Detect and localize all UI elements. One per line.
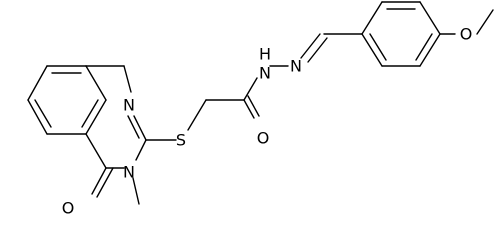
bond (247, 95, 260, 117)
bond (361, 1, 383, 35)
bond (85, 133, 107, 169)
atom-n1-label: N (123, 96, 135, 115)
atom-n3-label: N (123, 163, 135, 182)
chemical-structure-diagram: N N S O O N H N O (27, 1, 494, 218)
bond (85, 99, 107, 135)
bond (243, 77, 258, 101)
thioacetyl-linker (145, 77, 260, 141)
bond (187, 99, 207, 131)
bond (27, 99, 48, 135)
bond (419, 1, 441, 35)
bond (243, 99, 255, 119)
atom-o-methoxy-label: O (460, 25, 473, 44)
bond (419, 33, 441, 67)
bond (127, 115, 140, 139)
atom-o-amide-label: O (257, 129, 270, 148)
bond (132, 177, 140, 205)
bond (369, 33, 387, 61)
bond (415, 33, 433, 61)
bond (91, 167, 107, 195)
atom-o-carbonyl-label: O (62, 199, 75, 218)
bond (135, 139, 147, 161)
methoxyphenyl-ring (361, 1, 494, 67)
atom-s-label: S (176, 131, 186, 150)
bond (123, 65, 132, 93)
atom-nh-label: N (259, 64, 271, 83)
pyrimidinone-ring (85, 65, 147, 205)
bond (96, 167, 114, 198)
bond (307, 37, 328, 63)
bond (81, 99, 99, 128)
bond (27, 65, 48, 101)
bond (361, 33, 383, 67)
bond (133, 115, 147, 141)
bond (34, 99, 52, 128)
benzo-ring (27, 65, 107, 135)
hydrazone-group (269, 33, 363, 67)
atom-h-label: H (259, 45, 271, 64)
atom-n-imine-label: N (290, 57, 302, 76)
bond (300, 33, 321, 59)
bond (85, 65, 107, 101)
bond (476, 9, 494, 35)
